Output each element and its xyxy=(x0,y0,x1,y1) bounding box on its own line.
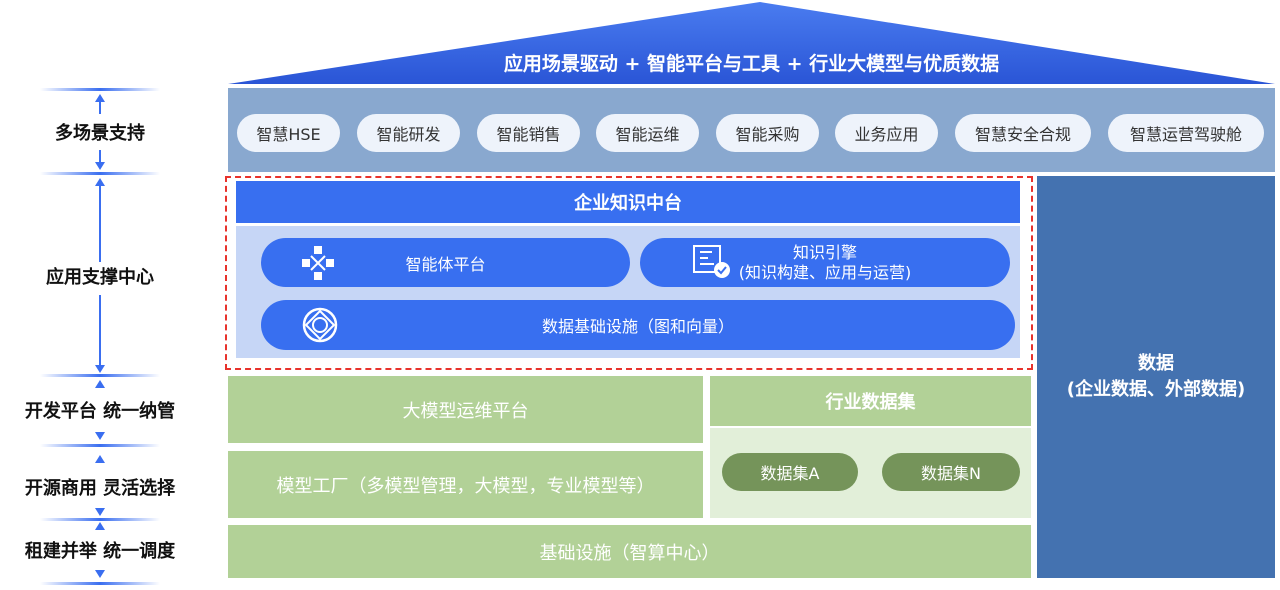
network-sphere-icon xyxy=(302,307,338,343)
arrow-down-icon xyxy=(95,162,105,170)
scenario-pill: 智能采购 xyxy=(716,114,819,152)
label-dev-platform: 开发平台 统一纳管 xyxy=(24,401,176,422)
scenario-pill: 智慧HSE xyxy=(237,114,340,152)
infrastructure: 基础设施（智算中心） xyxy=(228,525,1031,578)
scenario-pill: 智能销售 xyxy=(477,114,580,152)
arrow-up-icon xyxy=(95,94,105,102)
knowledge-engine: 知识引擎 (知识构建、应用与运营) xyxy=(640,238,1010,287)
agent-platform: 智能体平台 xyxy=(261,238,630,287)
scenario-pill: 业务应用 xyxy=(835,114,938,152)
arrow-up-icon xyxy=(95,522,105,530)
divider xyxy=(40,374,160,377)
model-factory: 模型工厂（多模型管理，大模型，专业模型等） xyxy=(228,451,703,518)
arrow-down-icon xyxy=(95,365,105,373)
datasets-header: 行业数据集 xyxy=(710,376,1031,426)
knowledge-engine-label: 知识引擎 xyxy=(792,242,857,262)
data-infra: 数据基础设施（图和向量） xyxy=(261,300,1015,350)
agent-platform-label: 智能体平台 xyxy=(405,254,486,274)
label-multi-scenario: 多场景支持 xyxy=(55,123,145,144)
roof-title: 应用场景驱动 + 智能平台与工具 + 行业大模型与优质数据 xyxy=(503,52,1000,75)
dataset-a: 数据集A xyxy=(722,453,858,491)
label-app-support: 应用支撑中心 xyxy=(46,267,154,288)
divider xyxy=(40,518,160,521)
knowledge-engine-sub: (知识构建、应用与运营) xyxy=(738,262,912,282)
arrow-down-icon xyxy=(95,570,105,578)
cubes-icon xyxy=(302,246,334,280)
label-lease-build: 租建并举 统一调度 xyxy=(24,541,176,562)
scenario-pill: 智慧安全合规 xyxy=(955,114,1091,152)
arrow-down-icon xyxy=(95,508,105,516)
arrow-up-icon xyxy=(95,178,105,186)
dataset-n: 数据集N xyxy=(882,453,1020,491)
label-open-source: 开源商用 灵活选择 xyxy=(24,478,176,499)
divider xyxy=(40,172,160,175)
knowledge-header: 企业知识中台 xyxy=(236,181,1020,223)
arrow-up-icon xyxy=(95,455,105,463)
model-ops-platform: 大模型运维平台 xyxy=(228,376,703,443)
arrow-up-icon xyxy=(95,380,105,388)
arrow-line xyxy=(99,184,101,262)
highlight-box xyxy=(225,176,1033,370)
arrow-line xyxy=(99,150,101,162)
arrow-line xyxy=(99,100,101,114)
data-subtitle: (企业数据、外部数据) xyxy=(1066,379,1246,400)
data-column: 数据 (企业数据、外部数据) xyxy=(1037,176,1275,578)
roof-banner xyxy=(228,2,1275,84)
data-title: 数据 xyxy=(1138,353,1174,374)
scenario-pill: 智能研发 xyxy=(357,114,460,152)
arrow-down-icon xyxy=(95,432,105,440)
arrow-line xyxy=(99,295,101,365)
divider xyxy=(40,444,160,447)
scenario-pill: 智慧运营驾驶舱 xyxy=(1108,114,1264,152)
divider xyxy=(40,88,160,91)
scenario-pill: 智能运维 xyxy=(596,114,699,152)
divider xyxy=(40,582,160,585)
circuit-check-icon xyxy=(693,245,730,278)
data-infra-label: 数据基础设施（图和向量） xyxy=(541,317,734,336)
